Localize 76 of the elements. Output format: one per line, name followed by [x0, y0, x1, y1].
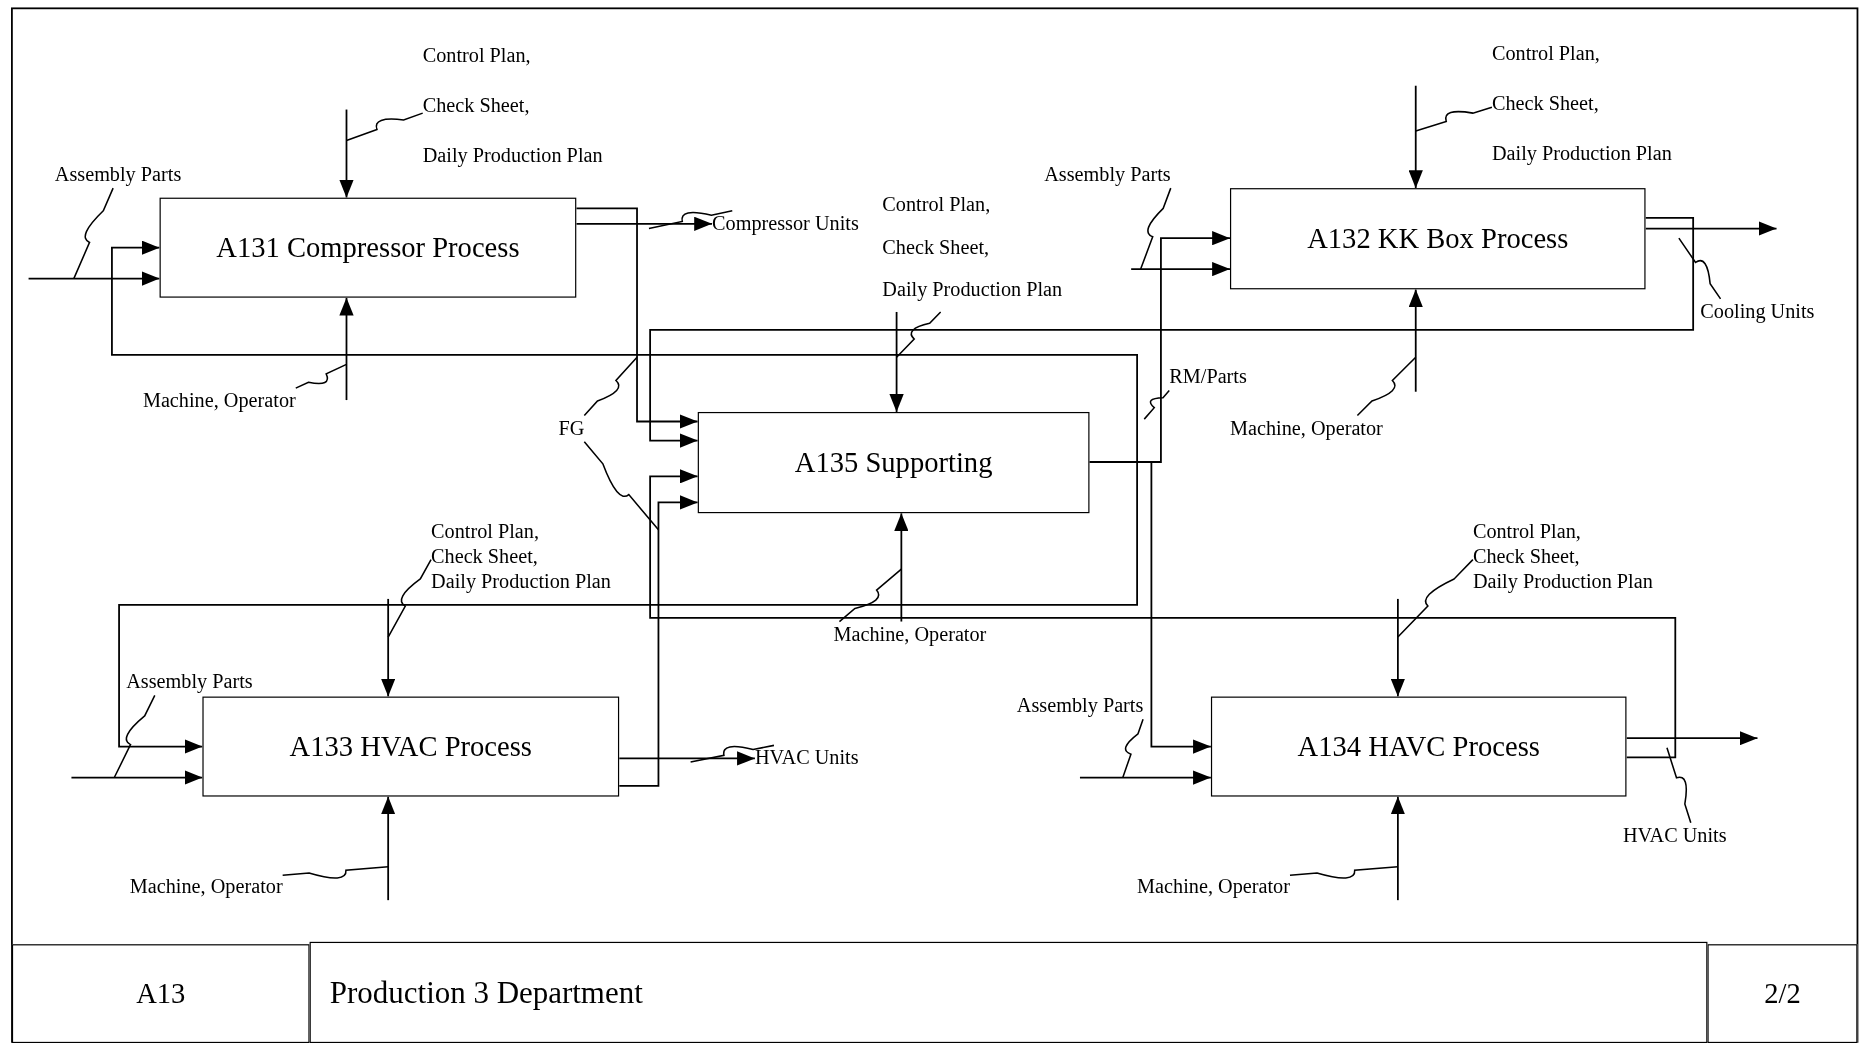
- arrow-label: Assembly Parts: [1016, 693, 1144, 720]
- process-label: A131 Compressor Process: [216, 231, 520, 264]
- arrow-label: Assembly Parts: [54, 161, 182, 189]
- arrow: [575, 207, 699, 429]
- leader-line: [1666, 746, 1692, 824]
- leader-line: [1414, 106, 1493, 132]
- arrow: [118, 461, 1138, 754]
- arrow-label: Control Plan, Check Sheet, Daily Production Plan: [1472, 519, 1653, 595]
- arrow: [381, 598, 396, 698]
- arrow-label: Machine, Operator: [142, 388, 296, 415]
- arrow-label: Machine, Operator: [129, 873, 283, 901]
- arrow-label: Cooling Units: [1700, 298, 1815, 326]
- title-block-text: 2/2: [1764, 977, 1801, 1010]
- arrow-label: RM/Parts: [1169, 364, 1247, 391]
- arrow: [894, 512, 909, 623]
- arrow: [649, 217, 1695, 448]
- leader-line: [583, 440, 660, 531]
- arrow-label: Compressor Units: [712, 210, 859, 237]
- arrow-label: HVAC Units: [1622, 822, 1727, 849]
- arrow-label: Assembly Parts: [126, 669, 253, 696]
- process-label: A134 HAVC Process: [1297, 730, 1540, 763]
- leader-line: [387, 558, 432, 638]
- arrow: [111, 240, 1138, 463]
- arrow: [1079, 770, 1212, 785]
- process-label: A133 HVAC Process: [289, 730, 532, 763]
- arrow: [339, 296, 354, 401]
- leader-line: [345, 112, 424, 142]
- arrow: [1644, 221, 1778, 236]
- arrow: [1390, 795, 1405, 902]
- leader-line: [1289, 866, 1399, 879]
- leader-line: [1139, 187, 1172, 270]
- arrow: [1408, 84, 1423, 190]
- arrow-label: FG: [558, 415, 585, 442]
- arrow-label: Control Plan, Check Sheet, Daily Production Plan: [422, 30, 603, 181]
- arrow: [1408, 288, 1423, 393]
- leader-line: [295, 363, 348, 389]
- process-box: [1230, 188, 1646, 290]
- leader-line: [689, 744, 775, 763]
- arrow-label: Control Plan, Check Sheet, Daily Production Plan: [1491, 28, 1672, 179]
- arrow: [618, 751, 756, 766]
- leader-line: [1143, 389, 1171, 420]
- process-label: A135 Supporting: [794, 446, 993, 479]
- leader-line: [895, 311, 942, 358]
- leader-line: [1122, 718, 1144, 779]
- leader-line: [1356, 356, 1417, 417]
- arrow: [381, 795, 396, 902]
- leader-line: [281, 866, 389, 879]
- process-label: A132 KK Box Process: [1307, 222, 1569, 255]
- process-box: [697, 412, 1090, 514]
- process-box: [202, 696, 620, 797]
- arrow: [339, 108, 354, 199]
- title-block-text: A13: [136, 977, 186, 1010]
- leader-line: [1397, 558, 1474, 638]
- leader-line: [583, 356, 638, 417]
- leader-line: [113, 694, 156, 779]
- arrow: [1130, 261, 1231, 277]
- title-block-text: Production 3 Department: [329, 974, 643, 1011]
- process-box: [1210, 696, 1627, 797]
- arrow-label: Machine, Operator: [833, 621, 987, 648]
- arrow: [575, 216, 713, 231]
- arrow: [1625, 731, 1759, 746]
- arrow: [618, 495, 699, 787]
- leader-line: [1678, 237, 1722, 300]
- arrow-label: Control Plan, Check Sheet, Daily Production Plan: [431, 519, 611, 595]
- leader-line: [648, 209, 734, 230]
- process-box: [159, 197, 577, 298]
- arrow: [889, 311, 904, 413]
- leader-line: [838, 568, 903, 623]
- arrow: [649, 469, 1677, 759]
- arrow: [27, 271, 161, 286]
- arrow: [1390, 598, 1405, 698]
- leader-line: [73, 187, 114, 280]
- arrow-label: Machine, Operator: [1230, 415, 1383, 442]
- arrow: [70, 770, 204, 785]
- arrow-label: HVAC Units: [754, 745, 859, 772]
- arrow-label: Machine, Operator: [1137, 873, 1290, 901]
